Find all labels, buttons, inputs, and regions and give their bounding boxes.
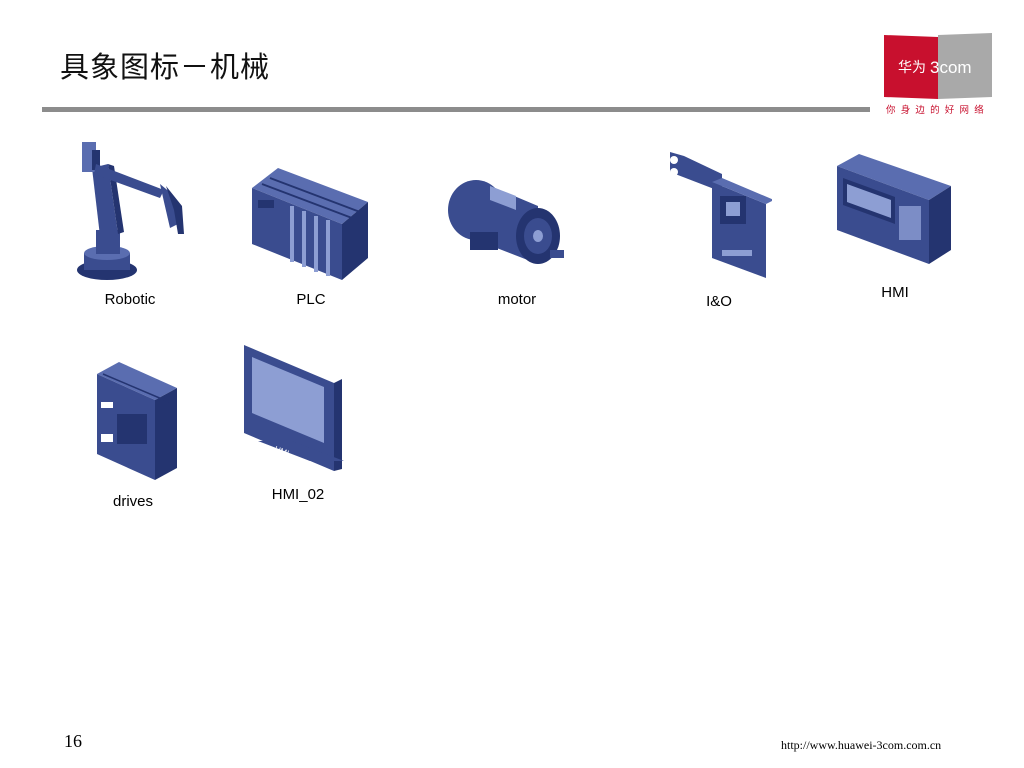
logo-brand-en: 3com xyxy=(930,58,972,77)
huawei-3com-logo: 华为 3com xyxy=(884,33,992,99)
plc-rack-icon xyxy=(252,168,368,280)
io-board-icon xyxy=(670,152,772,278)
label-robotic: Robotic xyxy=(104,291,156,308)
logo-brand-cn: 华为 xyxy=(898,60,926,76)
page-number: 16 xyxy=(64,731,82,751)
robot-arm-icon xyxy=(77,142,184,280)
label-drives: drives xyxy=(112,493,154,510)
label-motor: motor xyxy=(497,291,537,308)
title-divider xyxy=(42,107,870,112)
logo-tagline: 你身边的好网络 xyxy=(886,105,989,116)
motor-icon xyxy=(448,180,564,264)
footer-url: http://www.huawei-3com.com.cn xyxy=(781,738,942,752)
hmi-panel-icon xyxy=(837,154,951,264)
label-hmi: HMI xyxy=(881,284,909,301)
label-plc: PLC xyxy=(296,291,326,308)
label-hmi02: HMI_02 xyxy=(271,486,325,503)
drive-unit-icon xyxy=(97,362,177,480)
hmi-monitor-icon: HMI xyxy=(244,345,344,471)
label-io: I&O xyxy=(706,293,732,310)
page-title: 具象图标－机械 xyxy=(60,50,271,84)
